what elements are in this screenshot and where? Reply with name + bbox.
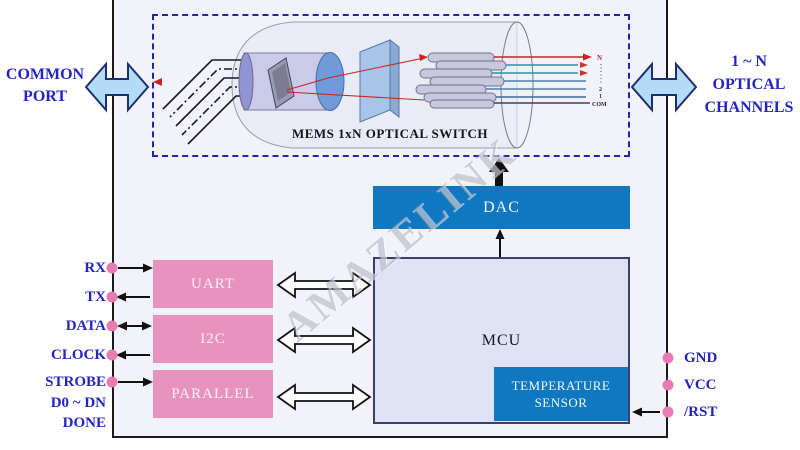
uart-label: UART <box>191 275 235 292</box>
common-port-line1: COMMON <box>5 66 85 83</box>
pin-label-rx: RX <box>84 260 106 276</box>
pin-label-rst: /RST <box>684 404 718 420</box>
pin-label-vcc: VCC <box>684 377 717 393</box>
pin-label-done: DONE <box>62 415 106 431</box>
pin-label-tx: TX <box>85 289 106 305</box>
dac-block: DAC <box>373 186 630 229</box>
channels-line3: CHANNELS <box>704 99 794 116</box>
pin-label-data: DATA <box>65 318 106 334</box>
pin-label-strobe: STROBE <box>45 374 106 390</box>
common-port-line2: PORT <box>23 88 67 105</box>
i2c-label: I2C <box>200 330 226 347</box>
mcu-label: MCU <box>481 331 522 349</box>
temp-sensor-line1: TEMPERATURE <box>511 378 611 393</box>
uart-block: UART <box>153 260 273 308</box>
optical-switch-title: MEMS 1xN OPTICAL SWITCH <box>291 126 489 141</box>
optical-channels-label: 1 ~ N OPTICAL CHANNELS <box>700 50 798 119</box>
pin-label-gnd: GND <box>684 350 718 366</box>
temperature-sensor-block: TEMPERATURE SENSOR <box>494 367 628 421</box>
pin-label-clock: CLOCK <box>50 347 106 363</box>
temp-sensor-line2: SENSOR <box>534 395 588 410</box>
dac-label: DAC <box>483 198 520 216</box>
channels-line2: OPTICAL <box>712 76 786 93</box>
i2c-block: I2C <box>153 315 273 363</box>
parallel-block: PARALLEL <box>153 370 273 418</box>
channels-line1: 1 ~ N <box>731 53 767 70</box>
pin-label-d0-dn: D0 ~ DN <box>50 395 106 411</box>
common-port-label: COMMON PORT <box>2 64 88 108</box>
parallel-label: PARALLEL <box>171 385 255 402</box>
